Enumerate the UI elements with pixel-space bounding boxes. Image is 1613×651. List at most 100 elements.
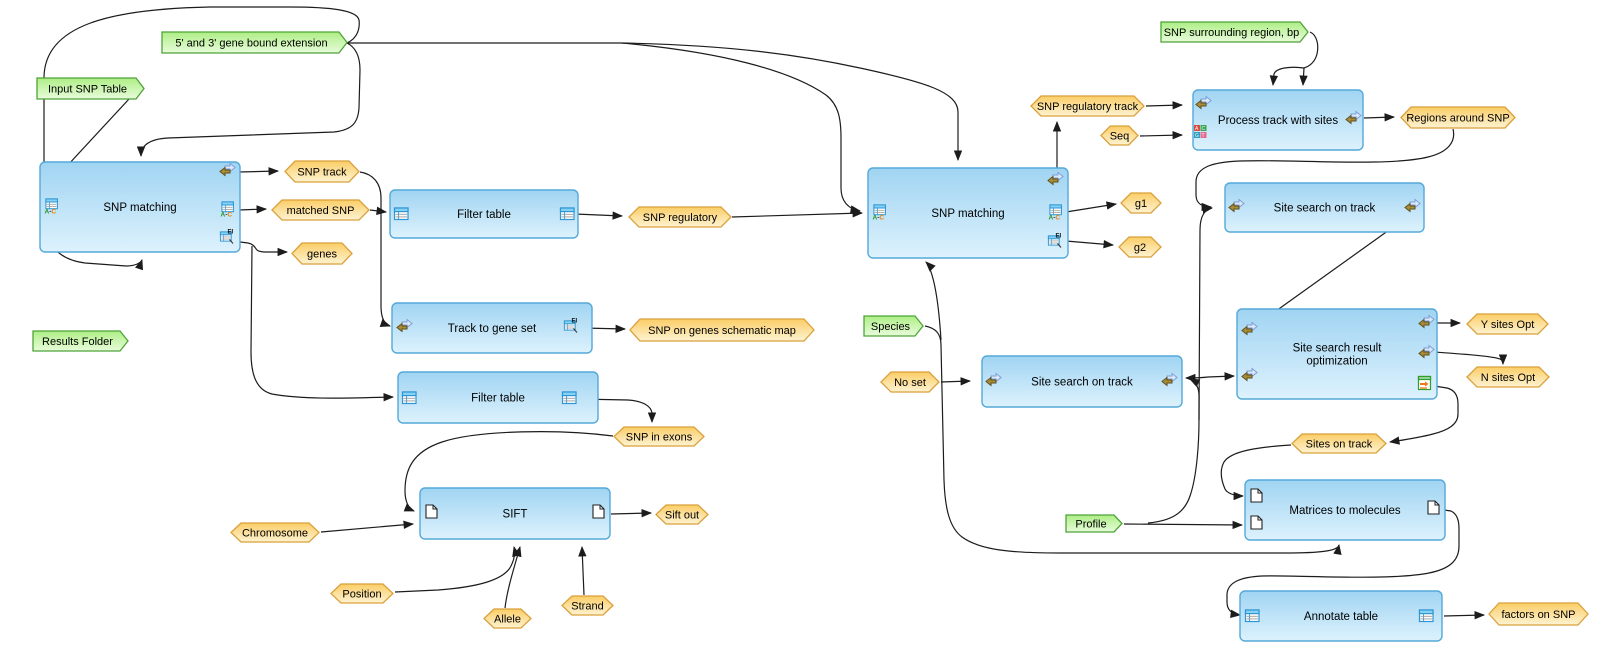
input-node-label: Input SNP Table xyxy=(48,84,127,96)
edge-site-search-2-to-optimization xyxy=(1207,372,1236,381)
track-icon[interactable] xyxy=(1404,198,1421,213)
gene-table-icon[interactable]: EI xyxy=(563,319,578,333)
data-node-genes[interactable]: genes xyxy=(291,242,353,265)
data-node-snp-in-exons[interactable]: SNP in exons xyxy=(613,426,705,447)
document-icon[interactable] xyxy=(1250,488,1263,503)
data-node-allele[interactable]: Allele xyxy=(483,608,532,629)
data-node-g2[interactable]: g2 xyxy=(1118,236,1162,258)
track-icon[interactable] xyxy=(1418,314,1435,329)
data-node-regions-around-snp[interactable]: Regions around SNP xyxy=(1400,106,1516,129)
data-node-snp-regulatory[interactable]: SNP regulatory xyxy=(628,206,732,228)
table-icon[interactable] xyxy=(561,391,577,405)
edge-filter-table-1-to-snp-regulatory xyxy=(574,211,624,220)
data-node-label: matched SNP xyxy=(287,205,355,217)
data-node-strand[interactable]: Strand xyxy=(561,595,614,616)
track-icon[interactable] xyxy=(1228,198,1245,213)
edge-snp-track-to-track-to-gene-set xyxy=(359,171,391,327)
data-node-chromosome[interactable]: Chromosome xyxy=(230,522,320,543)
document-icon[interactable] xyxy=(1427,500,1440,515)
process-label: Process track with sites xyxy=(1218,115,1338,127)
process-sift[interactable]: SIFT xyxy=(419,487,611,540)
edge-snp-matching-1-to-filter-table-2 xyxy=(250,245,395,402)
input-node-gene-bound-extension[interactable]: 5' and 3' gene bound extension xyxy=(161,31,348,54)
data-node-label: factors on SNP xyxy=(1502,609,1576,621)
data-node-factors-on-snp[interactable]: factors on SNP xyxy=(1488,602,1589,626)
document-icon[interactable] xyxy=(592,504,605,519)
data-node-label: Allele xyxy=(494,614,521,626)
edge-snp-matching-1-to-snp-track xyxy=(238,167,280,176)
input-node-snp-surrounding-region[interactable]: SNP surrounding region, bp xyxy=(1160,21,1309,43)
snp-table-icon[interactable]: A-C xyxy=(45,198,58,216)
data-node-label: Chromosome xyxy=(242,528,308,540)
edge-no-set-to-site-search-2 xyxy=(940,377,972,386)
table-icon[interactable] xyxy=(1418,609,1434,623)
edge-optimization-to-n-sites-opt xyxy=(1433,351,1508,366)
data-node-y-sites-opt[interactable]: Y sites Opt xyxy=(1466,313,1549,335)
table-icon[interactable] xyxy=(393,207,409,221)
input-node-profile[interactable]: Profile xyxy=(1065,514,1123,533)
data-node-sift-out[interactable]: Sift out xyxy=(655,504,709,525)
result-table-icon[interactable] xyxy=(1417,375,1432,391)
table-icon[interactable] xyxy=(401,391,417,405)
data-node-no-set[interactable]: No set xyxy=(880,371,940,393)
table-icon[interactable] xyxy=(559,207,575,221)
table-icon[interactable] xyxy=(1244,609,1260,623)
snp-table-icon[interactable]: A-C xyxy=(1049,204,1062,222)
svg-text:EI: EI xyxy=(572,319,578,325)
edge-sift-to-sift-out xyxy=(610,509,653,518)
process-filter-table-2[interactable]: Filter table xyxy=(397,371,599,424)
track-icon[interactable] xyxy=(1418,344,1435,359)
data-node-matched-snp[interactable]: matched SNP xyxy=(271,199,370,221)
edge-strand-to-sift xyxy=(578,545,587,596)
process-label: Site search on track xyxy=(1031,377,1133,389)
snp-table-icon[interactable]: A-C xyxy=(873,204,886,222)
process-filter-table-1[interactable]: Filter table xyxy=(389,189,579,239)
process-matrices-to-molecules[interactable]: Matrices to molecules xyxy=(1244,479,1446,541)
track-icon[interactable] xyxy=(1047,171,1064,186)
edge-extension-to-snp-matching-2-top xyxy=(347,42,963,162)
process-annotate-table[interactable]: Annotate table xyxy=(1239,590,1443,642)
input-node-input-snp-table[interactable]: Input SNP Table xyxy=(36,77,145,100)
process-site-search-on-track-1[interactable]: Site search on track xyxy=(1224,182,1425,233)
document-icon[interactable] xyxy=(1250,515,1263,530)
data-node-snp-regulatory-track[interactable]: SNP regulatory track xyxy=(1030,95,1145,117)
data-node-label: Seq xyxy=(1110,131,1130,143)
data-node-label: SNP regulatory xyxy=(643,212,718,224)
track-icon[interactable] xyxy=(1195,95,1212,110)
track-icon[interactable] xyxy=(219,162,236,177)
snp-table-icon[interactable]: A-C xyxy=(221,201,234,219)
input-node-species[interactable]: Species xyxy=(863,315,924,337)
data-node-label: Regions around SNP xyxy=(1406,113,1509,125)
track-icon[interactable] xyxy=(1241,367,1258,382)
data-node-position[interactable]: Position xyxy=(330,583,394,604)
data-node-snp-on-genes-schematic-map[interactable]: SNP on genes schematic map xyxy=(629,318,815,342)
process-label: Site search on track xyxy=(1274,203,1376,215)
data-node-g1[interactable]: g1 xyxy=(1120,192,1162,214)
data-node-snp-track[interactable]: SNP track xyxy=(284,160,360,183)
edge-junction-to-site-search-2 xyxy=(1184,373,1209,383)
track-icon[interactable] xyxy=(1161,372,1178,387)
document-icon[interactable] xyxy=(425,504,438,519)
track-icon[interactable] xyxy=(1345,110,1362,125)
svg-text:T: T xyxy=(1202,133,1205,139)
track-icon[interactable] xyxy=(1241,321,1258,336)
track-icon[interactable] xyxy=(985,372,1002,387)
data-node-n-sites-opt[interactable]: N sites Opt xyxy=(1466,366,1550,388)
process-site-search-on-track-2[interactable]: Site search on track xyxy=(981,355,1183,408)
data-node-label: SNP regulatory track xyxy=(1037,101,1139,113)
input-node-results-folder[interactable]: Results Folder xyxy=(32,330,129,352)
data-node-seq[interactable]: Seq xyxy=(1100,125,1139,146)
gene-table-icon[interactable]: EI xyxy=(219,230,234,244)
track-icon[interactable] xyxy=(396,318,413,333)
gene-table-icon[interactable]: EI xyxy=(1047,234,1062,248)
data-node-sites-on-track[interactable]: Sites on track xyxy=(1291,433,1387,454)
input-node-label: Species xyxy=(871,321,911,333)
